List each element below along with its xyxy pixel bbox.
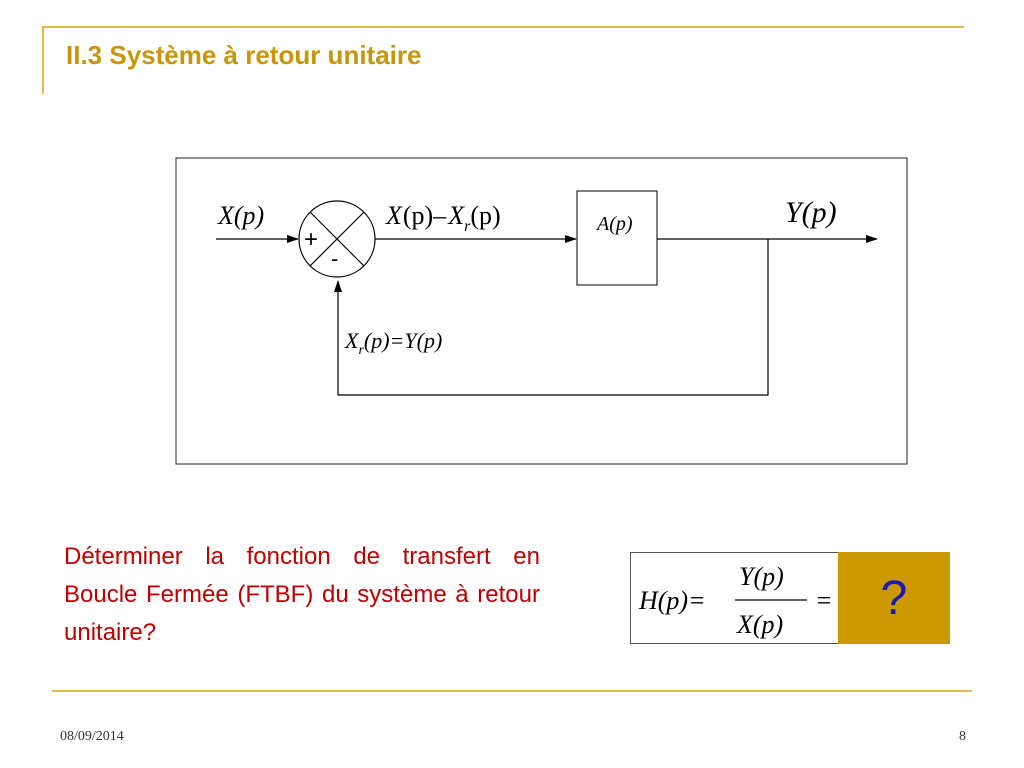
transfer-block <box>576 190 658 286</box>
left-rule <box>42 26 44 94</box>
formula-denominator: X(p) <box>736 610 783 639</box>
answer-question-mark: ? <box>880 571 908 625</box>
summing-junction <box>298 200 376 278</box>
answer-box: ? <box>838 552 950 644</box>
block-label: A(p) <box>595 213 633 235</box>
feedback-path <box>334 239 769 396</box>
page-number: 8 <box>959 729 966 744</box>
bottom-rule <box>52 690 972 692</box>
feedback-label: Xr(p)=Y(p) <box>344 328 442 358</box>
formula-equals: = <box>815 586 833 615</box>
minus-sign: - <box>331 246 338 271</box>
diagram-frame <box>175 157 908 465</box>
footer-date: 08/09/2014 <box>60 729 124 744</box>
formula-lhs: H(p)= <box>638 586 706 615</box>
top-rule <box>42 26 964 28</box>
output-signal-label: Y(p) <box>785 196 837 229</box>
input-signal-label: X(p) <box>217 201 264 230</box>
transfer-function-formula: H(p)= Y(p) X(p) = <box>638 562 833 639</box>
formula-numerator: Y(p) <box>739 562 784 591</box>
slide-title: II.3 Système à retour unitaire <box>66 40 422 70</box>
question-text: Déterminer la fonction de transfert en B… <box>64 543 540 646</box>
plus-sign: + <box>304 226 318 253</box>
error-signal-label: X(p)–Xr(p) <box>385 201 501 235</box>
